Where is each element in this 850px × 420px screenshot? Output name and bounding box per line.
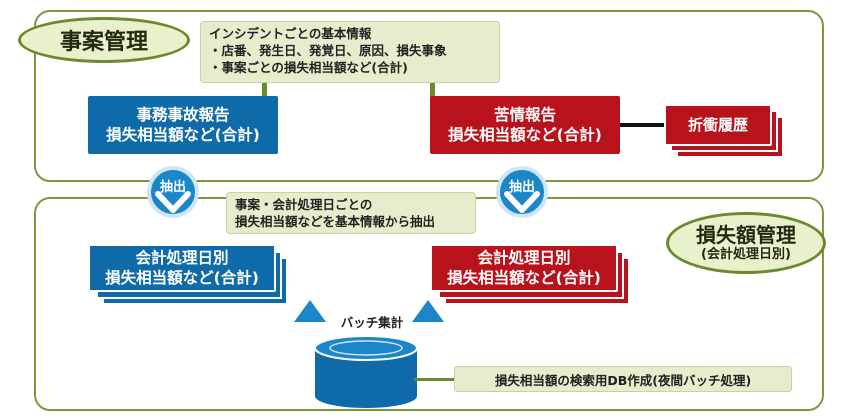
- accident-report-title: 事務事故報告: [136, 106, 230, 124]
- complaint-report-subtitle: 損失相当額など(合計): [448, 126, 602, 144]
- daily-left-card: 会計処理日別 損失相当額など(合計): [88, 244, 276, 292]
- extract-label-left: 抽出: [159, 180, 186, 195]
- extract-chevron-left-icon: [155, 191, 191, 213]
- accident-report-subtitle: 損失相当額など(合計): [106, 126, 260, 144]
- loss-management-title-text: 損失額管理: [696, 222, 796, 247]
- db-note-connector: [414, 378, 454, 381]
- daily-right-card: 会計処理日別 損失相当額など(合計): [430, 244, 618, 292]
- complaint-negotiation-connector: [620, 123, 665, 127]
- batch-triangle-left-icon: [294, 300, 326, 322]
- loss-management-subtitle: (会計処理日別): [701, 246, 791, 262]
- database-icon: [314, 335, 418, 408]
- batch-triangle-right-icon: [412, 300, 444, 322]
- batch-label: バッチ集計: [340, 315, 404, 330]
- extract-label-right: 抽出: [508, 180, 535, 195]
- incident-info-line-1: インシデントごとの基本情報: [209, 26, 372, 41]
- incident-info-note: インシデントごとの基本情報 ・店番、発生日、発覚日、原因、損失事象 ・事案ごとの…: [200, 21, 500, 83]
- case-management-title: 事案管理: [18, 17, 190, 63]
- incident-info-line-3: ・事案ごとの損失相当額など(合計): [209, 60, 408, 75]
- daily-left-subtitle: 損失相当額など(合計): [105, 269, 259, 287]
- negotiation-history-card: 折衝履歴: [664, 104, 772, 146]
- accident-report-card: 事務事故報告 損失相当額など(合計): [88, 96, 278, 154]
- daily-right-title: 会計処理日別: [477, 249, 571, 267]
- case-management-title-text: 事案管理: [59, 30, 148, 55]
- note-connector-right: [430, 83, 435, 97]
- loss-management-title: 損失額管理 (会計処理日別): [666, 212, 826, 274]
- db-note: 損失相当額の検索用DB作成(夜間バッチ処理): [454, 366, 792, 392]
- incident-info-line-2: ・店番、発生日、発覚日、原因、損失事象: [209, 43, 447, 58]
- extract-note-line-2: 損失相当額などを基本情報から抽出: [235, 214, 436, 229]
- extract-chevron-right-icon: [504, 191, 540, 213]
- negotiation-history-title: 折衝履歴: [687, 116, 748, 134]
- complaint-report-title: 苦情報告: [493, 106, 556, 124]
- complaint-report-card: 苦情報告 損失相当額など(合計): [430, 96, 620, 154]
- extract-icon-left: [147, 166, 199, 218]
- note-connector-left: [262, 83, 267, 97]
- daily-right-subtitle: 損失相当額など(合計): [447, 269, 601, 287]
- daily-left-title: 会計処理日別: [135, 249, 229, 267]
- extract-note-line-1: 事案・会計処理日ごとの: [235, 197, 373, 212]
- extract-note: 事案・会計処理日ごとの 損失相当額などを基本情報から抽出: [226, 192, 476, 234]
